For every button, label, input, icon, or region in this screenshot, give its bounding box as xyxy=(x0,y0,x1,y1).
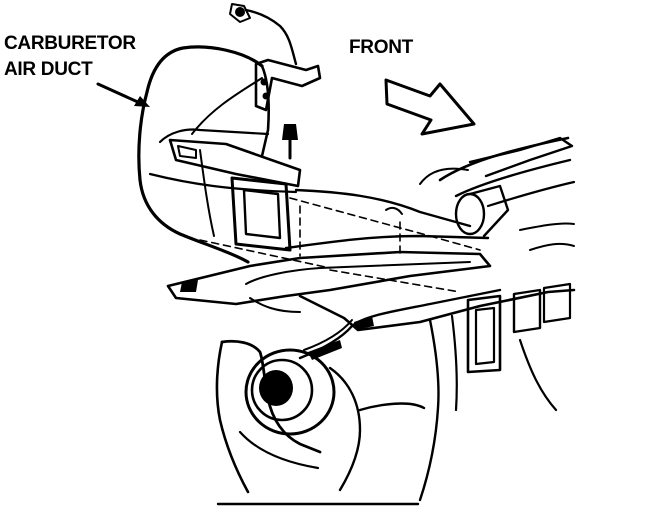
radiator-support-structure xyxy=(284,136,576,251)
front-direction-label: FRONT xyxy=(349,37,413,58)
hidden-lines xyxy=(199,197,481,293)
mounting-bolt-icon xyxy=(282,124,298,160)
headlamp-assembly xyxy=(215,339,426,494)
lower-support-panel xyxy=(298,282,576,502)
carburetor-air-duct xyxy=(137,45,302,264)
mounting-bracket xyxy=(191,3,322,135)
carburetor-leader-arrow xyxy=(96,82,150,107)
carburetor-air-duct-label-line2: AIR DUCT xyxy=(4,59,93,80)
front-direction-arrow-icon xyxy=(384,78,476,136)
carburetor-air-duct-label-line1: CARBURETOR xyxy=(4,33,136,54)
hood-latch-panel xyxy=(166,250,492,313)
